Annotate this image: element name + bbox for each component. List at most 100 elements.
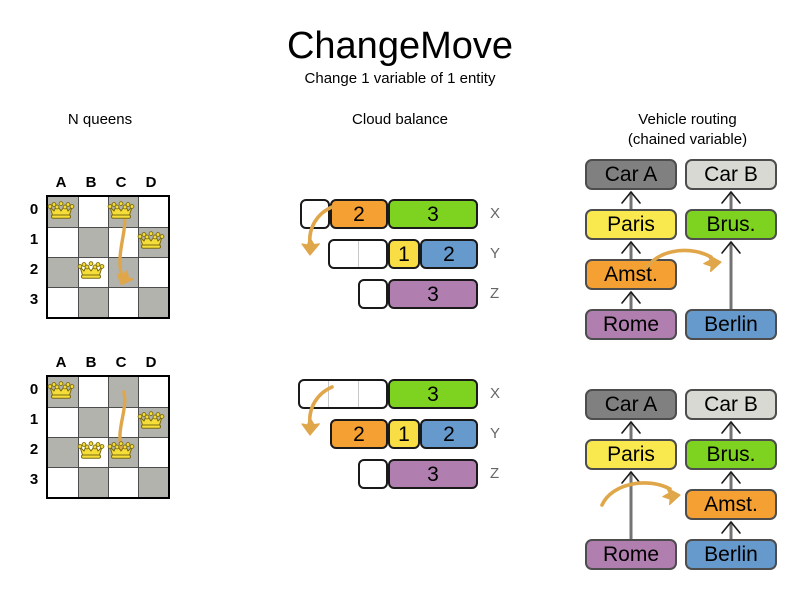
board-file-label-C: C — [115, 174, 127, 191]
board-cell-B3[interactable] — [78, 287, 108, 317]
board-file-label-D: D — [145, 354, 157, 371]
board-gridline-h — [48, 257, 168, 258]
cloud-process-value: 1 — [398, 242, 410, 266]
board-rank-label-2: 2 — [29, 261, 39, 278]
cloud-row-X-free-space — [300, 199, 330, 229]
cloud-process-value: 3 — [427, 462, 439, 486]
vr-box-label: Berlin — [704, 543, 758, 566]
board-cell-D0[interactable] — [138, 377, 168, 407]
section-title-vehicle-line2: (chained variable) — [627, 131, 748, 148]
board-file-label-B: B — [85, 174, 97, 191]
board-cell-D3[interactable] — [138, 467, 168, 497]
cloud-process-X-1[interactable]: 2 — [330, 199, 388, 229]
vr-box-label: Berlin — [704, 313, 758, 336]
vr-box-label: Rome — [602, 543, 660, 566]
page-title: ChangeMove — [286, 25, 514, 67]
cloud-process-value: 2 — [353, 202, 365, 226]
cloud-process-Y-1[interactable]: 1 — [388, 419, 420, 449]
board-file-label-A: A — [55, 174, 67, 191]
board-file-label-A: A — [55, 354, 67, 371]
board-cell-D0[interactable] — [138, 197, 168, 227]
cloud-process-Z-1[interactable]: 3 — [388, 279, 478, 309]
cloud-computer-label-X: X — [490, 385, 501, 402]
cloud-row-Y[interactable]: 1 2 Y — [0, 239, 800, 269]
cloud-unit-divider — [358, 241, 359, 267]
cloud-computer-label-X: X — [490, 205, 501, 222]
cloud-process-Y-1[interactable]: 1 — [388, 239, 420, 269]
vehicle-box-car-a[interactable]: Car A — [585, 159, 677, 190]
cloud-process-value: 3 — [427, 202, 439, 226]
cloud-process-value: 3 — [427, 382, 439, 406]
cloud-row-X-free-space — [298, 379, 388, 409]
board-cell-B1[interactable] — [78, 227, 108, 257]
board-gridline-h — [48, 287, 168, 288]
board-rank-label-1: 1 — [29, 411, 39, 428]
customer-box-rome[interactable]: Rome — [585, 309, 677, 340]
board-cell-A3[interactable] — [48, 467, 78, 497]
cloud-computer-label-Z: Z — [490, 285, 500, 302]
customer-box-berlin[interactable]: Berlin — [685, 539, 777, 570]
section-title-cloud: Cloud balance — [352, 111, 448, 128]
cloud-process-value: 2 — [443, 422, 455, 446]
vr-box-label: Rome — [602, 313, 660, 336]
cloud-row-X[interactable]: 2 3 X — [0, 199, 800, 229]
board-cell-B1[interactable] — [78, 407, 108, 437]
board-cell-A1[interactable] — [48, 227, 78, 257]
cloud-row-Z-free-space — [358, 279, 388, 309]
board-cell-A1[interactable] — [48, 407, 78, 437]
board-cell-D3[interactable] — [138, 287, 168, 317]
vehicle-box-car-b[interactable]: Car B — [685, 159, 777, 190]
board-gridline-h — [48, 437, 168, 438]
cloud-process-X-2[interactable]: 3 — [388, 199, 478, 229]
section-title-vehicle-line1: Vehicle routing — [638, 111, 737, 128]
board-cell-A3[interactable] — [48, 287, 78, 317]
cloud-process-Y-2[interactable]: 2 — [420, 239, 478, 269]
cloud-process-Y-0[interactable]: 2 — [330, 419, 388, 449]
cloud-row-Z-free-space — [358, 459, 388, 489]
board-cell-A2[interactable] — [48, 437, 78, 467]
cloud-process-value: 2 — [443, 242, 455, 266]
cloud-process-value: 2 — [353, 422, 365, 446]
board-rank-label-3: 3 — [29, 291, 39, 308]
customer-box-berlin[interactable]: Berlin — [685, 309, 777, 340]
board-cell-C3[interactable] — [108, 287, 138, 317]
board-file-label-B: B — [85, 354, 97, 371]
cloud-process-value: 1 — [398, 422, 410, 446]
board-cell-B0[interactable] — [78, 377, 108, 407]
board-gridline-v — [138, 377, 139, 497]
cloud-process-Z-1[interactable]: 3 — [388, 459, 478, 489]
board-rank-label-1: 1 — [29, 231, 39, 248]
board-file-label-D: D — [145, 174, 157, 191]
board-gridline-v — [138, 197, 139, 317]
customer-box-amst[interactable]: Amst. — [685, 489, 777, 520]
customer-box-rome[interactable]: Rome — [585, 539, 677, 570]
board-rank-label-0: 0 — [29, 381, 39, 398]
vr-box-label: Car B — [704, 163, 758, 186]
board-cell-D2[interactable] — [138, 257, 168, 287]
cloud-row-Y[interactable]: 2 1 2 Y — [0, 419, 800, 449]
board-cell-D2[interactable] — [138, 437, 168, 467]
board-rank-label-3: 3 — [29, 471, 39, 488]
cloud-computer-label-Z: Z — [490, 465, 500, 482]
cloud-unit-divider — [358, 381, 359, 407]
cloud-process-Y-2[interactable]: 2 — [420, 419, 478, 449]
board-rank-label-2: 2 — [29, 441, 39, 458]
page-subtitle: Change 1 variable of 1 entity — [304, 70, 496, 87]
cloud-unit-divider — [328, 381, 329, 407]
section-title-nqueens: N queens — [67, 111, 133, 128]
cloud-computer-label-Y: Y — [490, 425, 501, 442]
cloud-process-X-1[interactable]: 3 — [388, 379, 478, 409]
cloud-process-value: 3 — [427, 282, 439, 306]
board-cell-B3[interactable] — [78, 467, 108, 497]
board-cell-A2[interactable] — [48, 257, 78, 287]
board-rank-label-0: 0 — [29, 201, 39, 218]
cloud-computer-label-Y: Y — [490, 245, 501, 262]
board-cell-C3[interactable] — [108, 467, 138, 497]
board-cell-B0[interactable] — [78, 197, 108, 227]
